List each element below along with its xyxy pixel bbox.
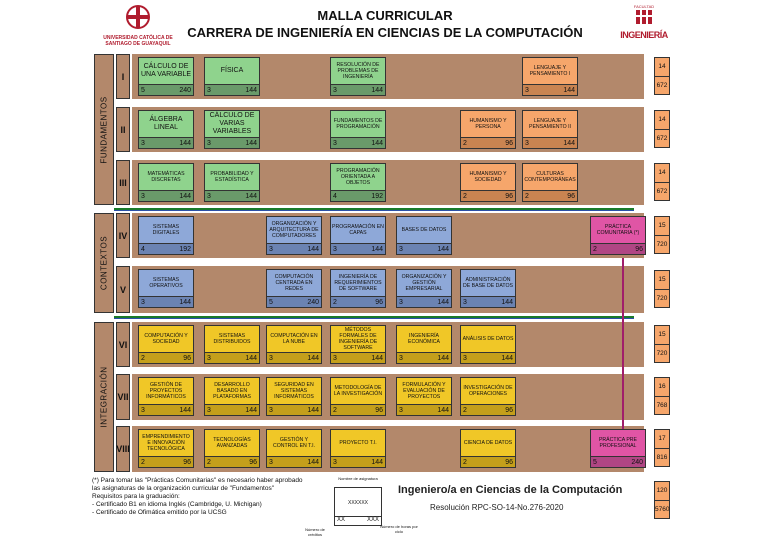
semester-label: I bbox=[116, 54, 130, 99]
legend-code: XXXXXX bbox=[347, 500, 368, 506]
page-title: MALLA CURRICULAR bbox=[317, 8, 453, 23]
group-divider bbox=[114, 210, 634, 211]
course-card[interactable]: MÉTODOS FORMALES DE INGENIERÍA DE SOFTWA… bbox=[330, 325, 386, 364]
semester-label: III bbox=[116, 160, 130, 205]
semester-label: V bbox=[116, 266, 130, 313]
legend-box: XXXXXX XX XXX bbox=[334, 487, 382, 526]
page-subtitle: CARRERA DE INGENIERÍA EN CIENCIAS DE LA … bbox=[187, 25, 583, 40]
university-logo: UNIVERSIDAD CATÓLICA DE SANTIAGO DE GUAY… bbox=[93, 4, 183, 47]
group-contextos: CONTEXTOS bbox=[94, 213, 114, 313]
course-card[interactable]: EMPRENDIMIENTO E INNOVACIÓN TECNOLÓGICA … bbox=[138, 429, 194, 468]
faculty-logo: FACULTAD INGENIERÍA bbox=[614, 4, 674, 40]
faculty-emblem-icon bbox=[635, 10, 653, 24]
group-fundamentos: FUNDAMENTOS bbox=[94, 54, 114, 205]
group-divider bbox=[114, 208, 634, 210]
university-cross-icon bbox=[126, 5, 150, 29]
legend-cred-label: Número de créditos bbox=[305, 527, 325, 537]
group-divider bbox=[114, 316, 634, 318]
semester-label: VIII bbox=[116, 426, 130, 472]
semester-label: IV bbox=[116, 213, 130, 258]
semester-label: VII bbox=[116, 374, 130, 420]
university-name: UNIVERSIDAD CATÓLICA DE SANTIAGO DE GUAY… bbox=[103, 35, 173, 47]
group-divider bbox=[114, 318, 634, 319]
notes-block: (*) Para tomar las "Prácticas Comunitari… bbox=[92, 477, 303, 516]
semester-label: VI bbox=[116, 322, 130, 367]
semester-band bbox=[132, 213, 644, 258]
group-integracion: INTEGRACIÓN bbox=[94, 322, 114, 472]
practice-connector bbox=[622, 258, 624, 458]
semester-label: II bbox=[116, 107, 130, 152]
faculty-name: INGENIERÍA bbox=[620, 30, 668, 40]
course-card[interactable]: INGENIERÍA DE REQUERIMIENTOS DE SOFTWARE… bbox=[330, 269, 386, 308]
career-name: Ingeniero/a en Ciencias de la Computació… bbox=[398, 484, 623, 496]
legend-hours-value: XXX bbox=[366, 517, 379, 523]
legend-cred-value: XX bbox=[337, 517, 346, 523]
resolution-text: Resolución RPC-SO-14-No.276-2020 bbox=[430, 503, 564, 512]
legend-hours-label: Número de horas por ciclo bbox=[380, 524, 418, 534]
semester-band bbox=[132, 266, 644, 313]
faculty-label: FACULTAD bbox=[633, 4, 655, 9]
course-card[interactable]: ORGANIZACIÓN Y ARQUITECTURA DE COMPUTADO… bbox=[266, 216, 322, 255]
legend-name-label: Nombre de asignatura bbox=[338, 476, 378, 481]
